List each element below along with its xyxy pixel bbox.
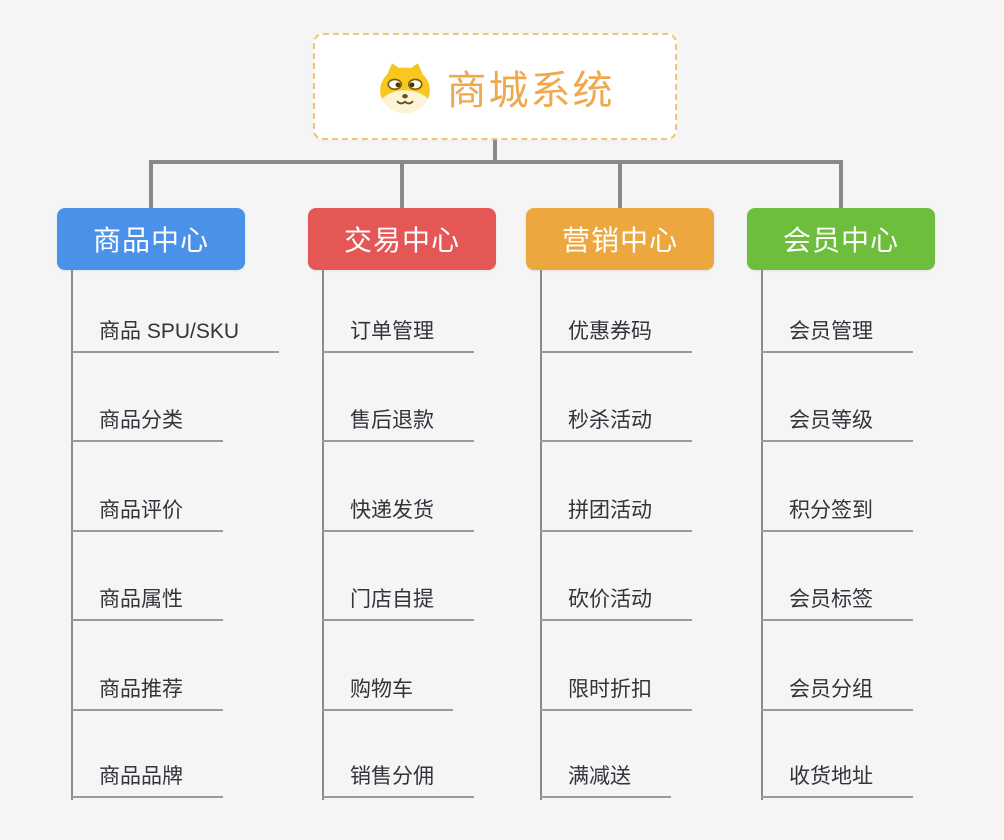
branch-child-connector-line: [761, 270, 763, 800]
branch-child-connector-line: [540, 270, 542, 800]
branch-marketing-center: 营销中心 优惠券码 秒杀活动 拼团活动 砍价活动 限时折扣 满减送: [526, 208, 786, 808]
leaf-node[interactable]: 门店自提: [322, 587, 474, 621]
leaf-node[interactable]: 商品品牌: [71, 764, 223, 798]
root-node[interactable]: 商城系统: [313, 33, 677, 140]
leaf-node[interactable]: 商品 SPU/SKU: [71, 319, 280, 353]
leaf-node[interactable]: 商品属性: [71, 587, 223, 621]
leaf-node[interactable]: 订单管理: [322, 319, 474, 353]
leaf-node[interactable]: 限时折扣: [540, 677, 692, 711]
leaf-node[interactable]: 销售分佣: [322, 764, 474, 798]
leaf-node[interactable]: 快递发货: [322, 498, 474, 532]
branch-node-product-center[interactable]: 商品中心: [57, 208, 245, 270]
leaf-node[interactable]: 商品分类: [71, 408, 223, 442]
leaf-node[interactable]: 商品评价: [71, 498, 223, 532]
leaf-node[interactable]: 会员标签: [761, 587, 913, 621]
leaf-node[interactable]: 会员管理: [761, 319, 913, 353]
leaf-node[interactable]: 优惠券码: [540, 319, 692, 353]
branch-child-connector-line: [71, 270, 73, 800]
leaf-node[interactable]: 积分签到: [761, 498, 913, 532]
dog-face-icon: [376, 60, 434, 114]
leaf-node[interactable]: 秒杀活动: [540, 408, 692, 442]
leaf-node[interactable]: 商品推荐: [71, 677, 223, 711]
leaf-node[interactable]: 会员等级: [761, 408, 913, 442]
leaf-node[interactable]: 购物车: [322, 677, 453, 711]
branch-member-center: 会员中心 会员管理 会员等级 积分签到 会员标签 会员分组 收货地址: [747, 208, 1004, 808]
leaf-node[interactable]: 砍价活动: [540, 587, 692, 621]
branch-node-trade-center[interactable]: 交易中心: [308, 208, 496, 270]
branch-node-member-center[interactable]: 会员中心: [747, 208, 935, 270]
root-title: 商城系统: [446, 68, 615, 113]
branch-trade-center: 交易中心 订单管理 售后退款 快递发货 门店自提 购物车 销售分佣: [308, 208, 568, 808]
leaf-node[interactable]: 收货地址: [761, 764, 913, 798]
branch-node-marketing-center[interactable]: 营销中心: [526, 208, 714, 270]
leaf-node[interactable]: 拼团活动: [540, 498, 692, 532]
leaf-node[interactable]: 会员分组: [761, 677, 913, 711]
leaf-node[interactable]: 售后退款: [322, 408, 474, 442]
leaf-node[interactable]: 满减送: [540, 764, 671, 798]
branch-product-center: 商品中心 商品 SPU/SKU 商品分类 商品评价 商品属性 商品推荐 商品品牌: [57, 208, 317, 808]
branch-child-connector-line: [322, 270, 324, 800]
